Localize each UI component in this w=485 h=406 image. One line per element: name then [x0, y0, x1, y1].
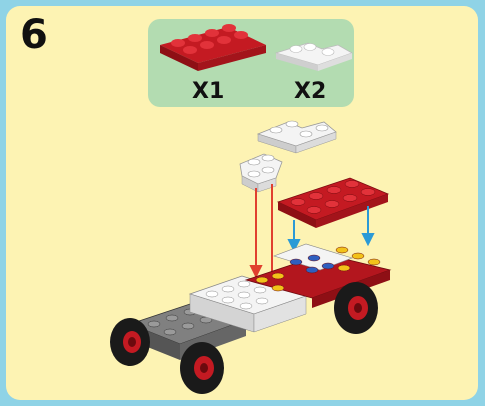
white-corner-plate-lower	[240, 154, 282, 192]
front-wheel	[334, 282, 378, 334]
white-corner-plate-top	[258, 121, 336, 153]
rear-right-wheel	[180, 342, 224, 394]
assembly-illustration	[6, 6, 478, 400]
instruction-panel: 6	[6, 6, 478, 400]
rear-left-wheel	[110, 318, 150, 366]
red-arrows	[251, 184, 277, 284]
